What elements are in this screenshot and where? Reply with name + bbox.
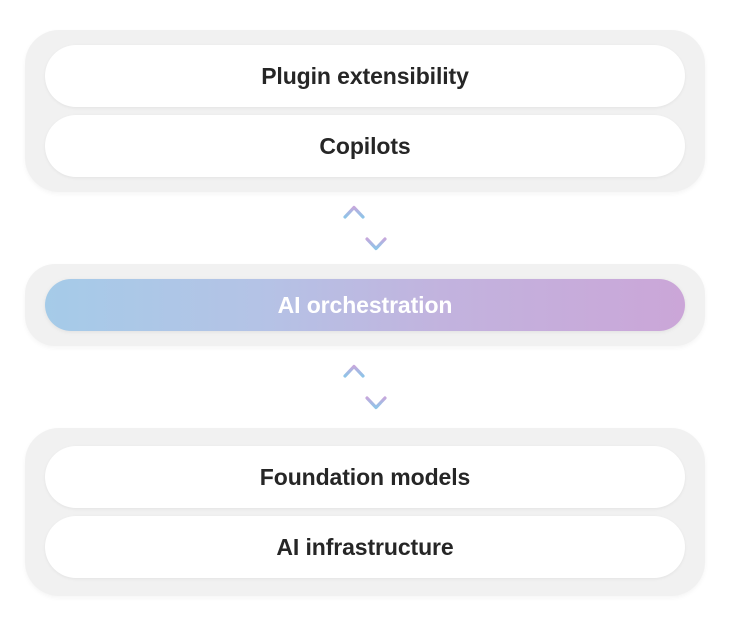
card-label: Foundation models: [259, 463, 471, 490]
card-label: Plugin extensibility: [261, 62, 469, 89]
card-foundation-models[interactable]: Foundation models: [45, 446, 685, 508]
bidirectional-arrows-icon: [343, 205, 387, 251]
ai-orchestration-label: AI orchestration: [277, 291, 453, 318]
connector-upper: [25, 192, 705, 264]
card-label: AI infrastructure: [276, 533, 454, 560]
ai-orchestration-bar[interactable]: AI orchestration: [45, 279, 685, 331]
experience-tier: Plugin extensibility Copilots: [25, 30, 705, 192]
card-plugin-extensibility[interactable]: Plugin extensibility: [45, 45, 685, 107]
card-ai-infrastructure[interactable]: AI infrastructure: [45, 516, 685, 578]
bidirectional-arrows-icon: [343, 364, 387, 410]
card-copilots[interactable]: Copilots: [45, 115, 685, 177]
foundation-tier: Foundation models AI infrastructure: [25, 428, 705, 596]
orchestration-tier: AI orchestration: [25, 264, 705, 346]
card-label: Copilots: [319, 132, 411, 159]
connector-lower: [25, 346, 705, 428]
